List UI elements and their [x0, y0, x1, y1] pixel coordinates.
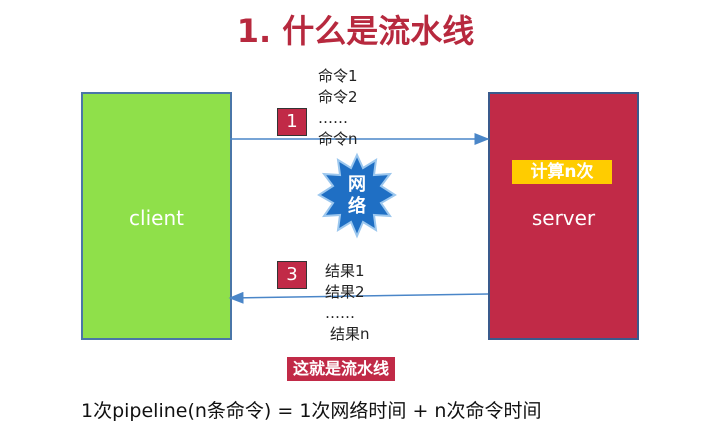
- step-3-badge: 3: [277, 261, 307, 289]
- list-item: 命令n: [318, 130, 358, 148]
- network-burst-icon: [317, 152, 397, 239]
- list-item: 结果2: [325, 283, 365, 301]
- list-item: ……: [318, 109, 348, 127]
- list-item: ……: [325, 304, 355, 322]
- pipeline-label: 这就是流水线: [287, 357, 396, 381]
- list-item: 结果n: [330, 325, 370, 343]
- server-box: 计算n次 server: [488, 92, 639, 340]
- request-list: 命令1 命令2 …… 命令n: [318, 66, 358, 150]
- compute-label: 计算n次: [512, 160, 612, 184]
- list-item: 命令1: [318, 67, 358, 85]
- client-label: client: [129, 206, 184, 230]
- client-box: client: [81, 92, 232, 340]
- response-arrow: [228, 291, 489, 304]
- step-1-badge: 1: [277, 108, 307, 136]
- server-label: server: [531, 206, 596, 230]
- list-item: 结果1: [325, 262, 365, 280]
- formula-text: 1次pipeline(n条命令) = 1次网络时间 + n次命令时间: [81, 400, 542, 422]
- list-item: 命令2: [318, 88, 358, 106]
- response-list: 结果1 结果2 …… 结果n: [325, 261, 370, 345]
- network-label: 网 络: [348, 174, 366, 217]
- page-title: 1. 什么是流水线: [236, 12, 475, 50]
